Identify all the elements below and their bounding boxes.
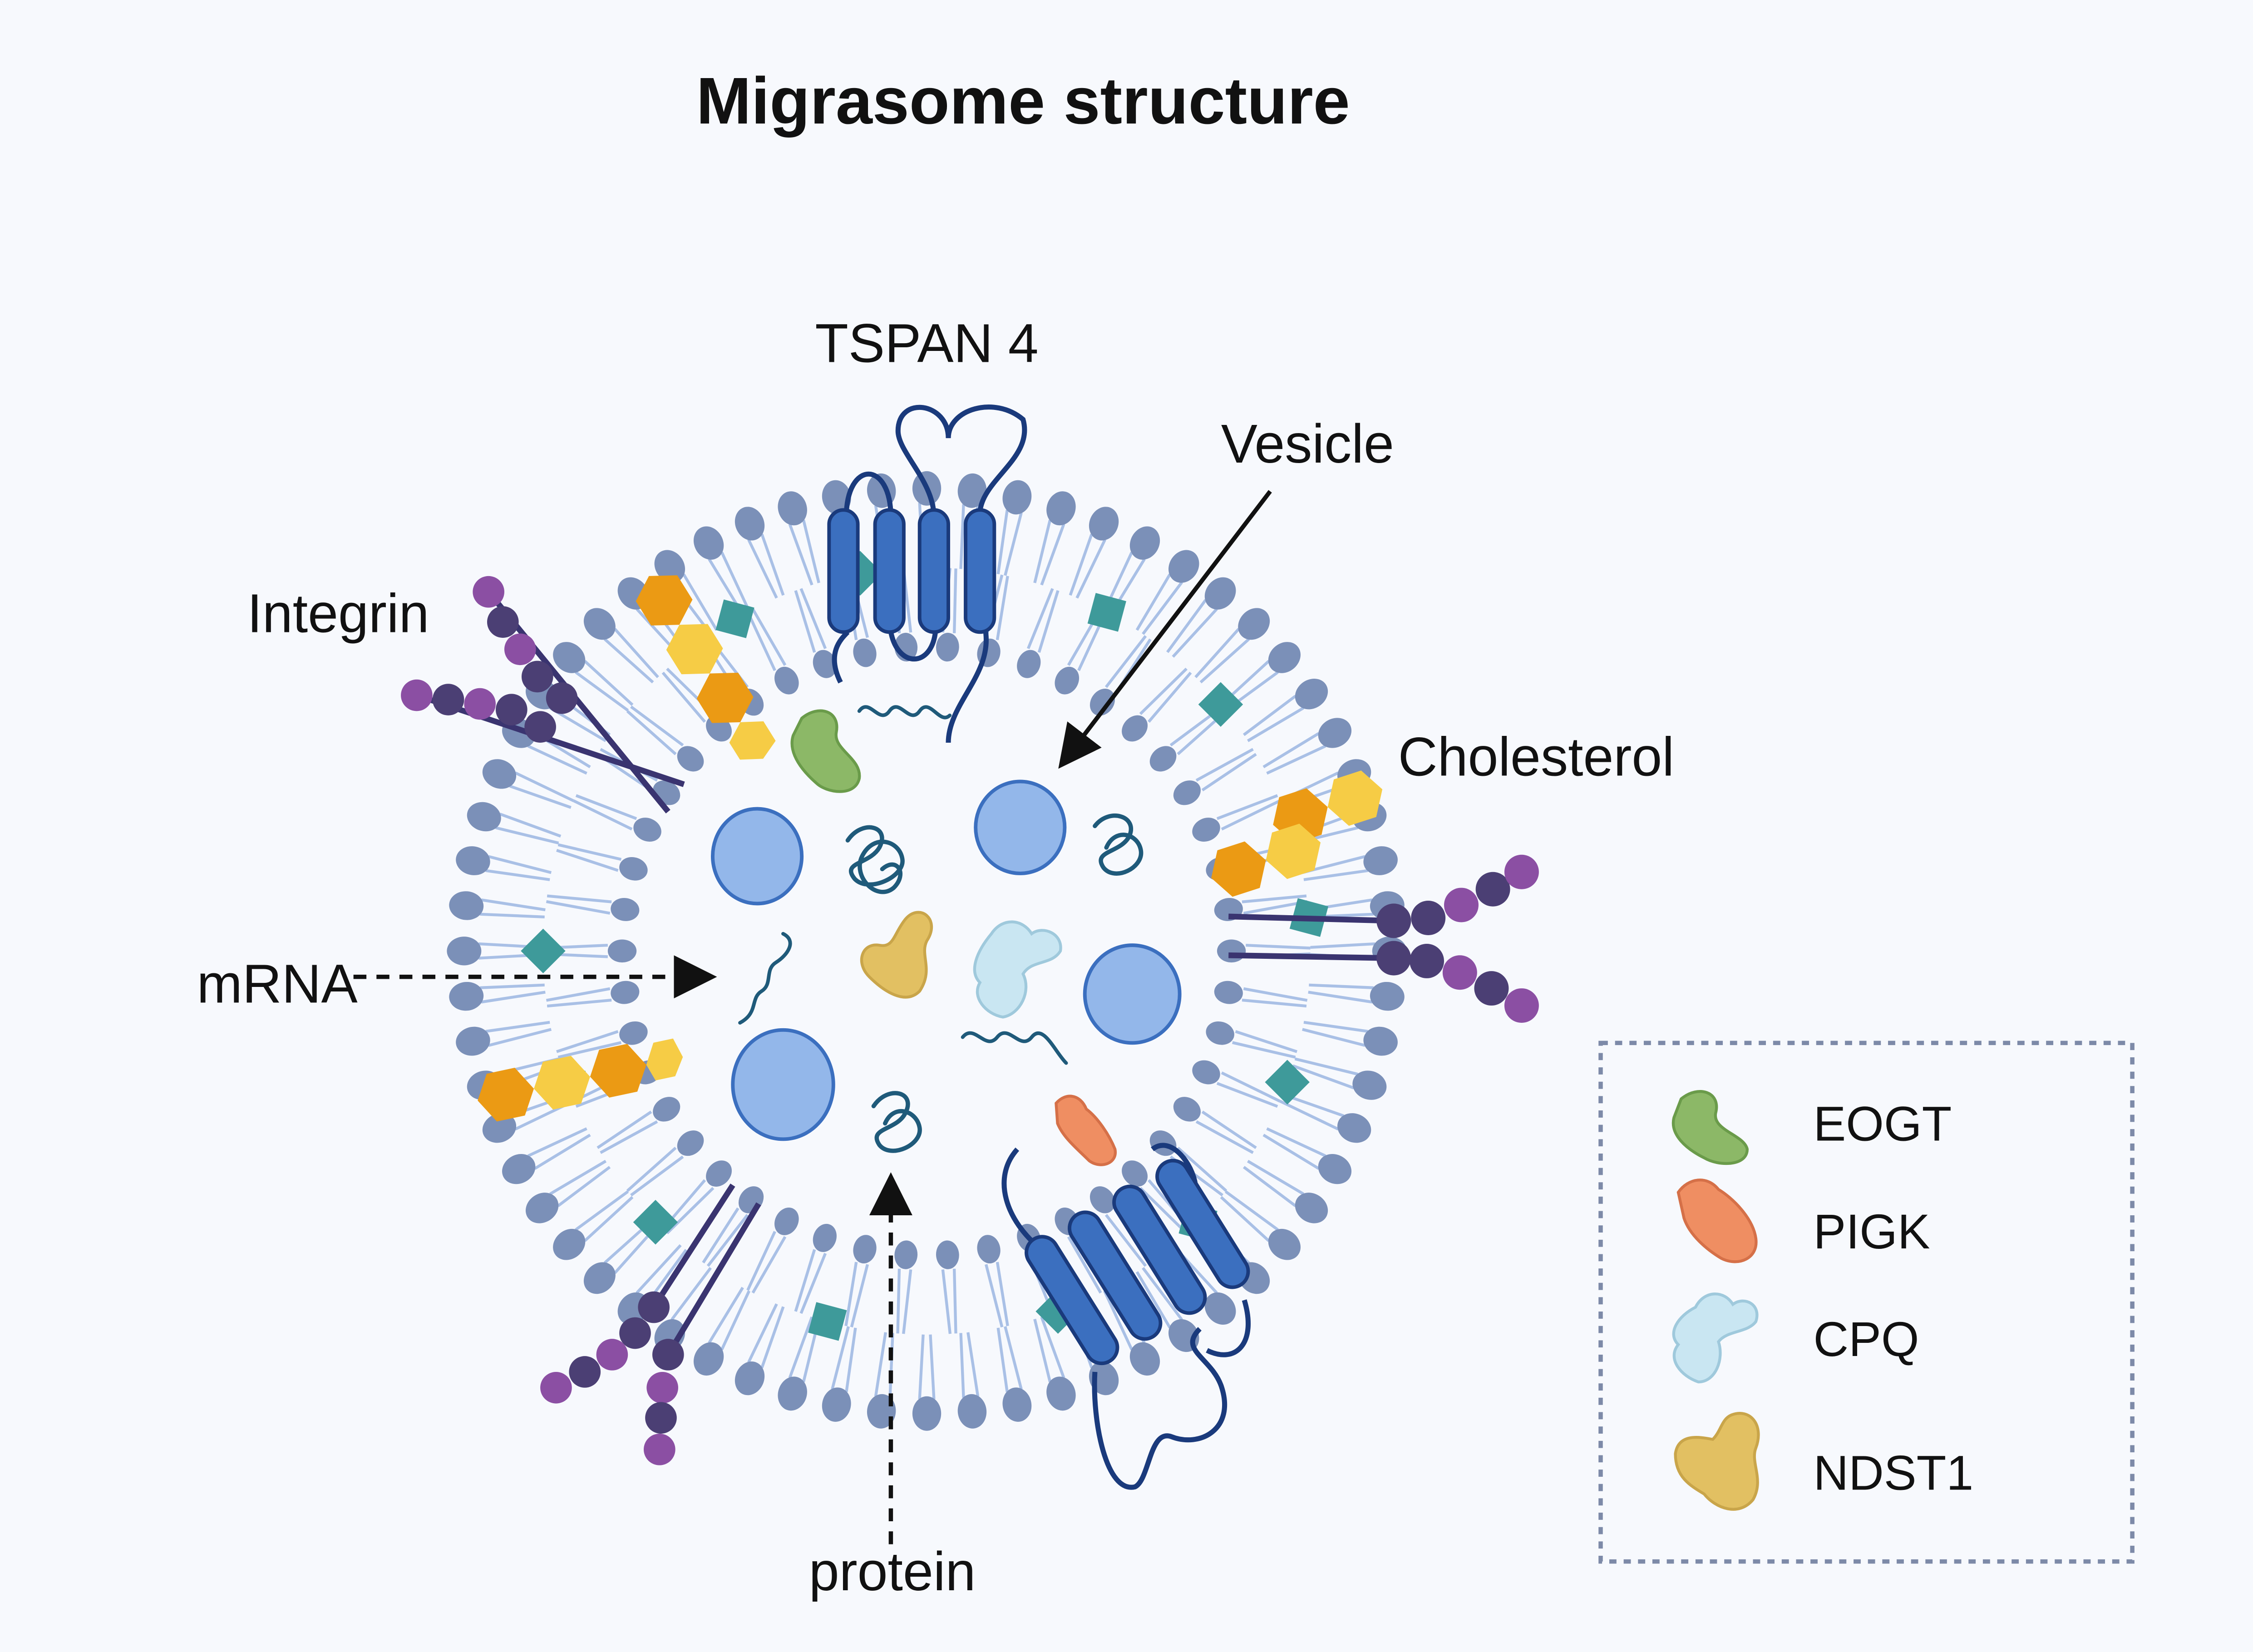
legend-label-eogt: EOGT — [1813, 1097, 1952, 1151]
legend-item-cpq: CPQ — [1672, 1292, 1919, 1384]
diagram-title: Migrasome structure — [696, 64, 1350, 138]
tspan4-bottom-right — [1001, 1143, 1251, 1490]
pigk-protein — [1055, 1095, 1117, 1166]
legend-item-eogt: EOGT — [1671, 1090, 1952, 1165]
vesicle — [1083, 943, 1182, 1045]
legend: EOGT PIGK CPQ NDST1 — [1598, 1041, 2135, 1564]
legend-label-ndst1: NDST1 — [1813, 1445, 1973, 1500]
pigk-protein-icon — [1676, 1179, 1758, 1263]
legend-item-ndst1: NDST1 — [1674, 1412, 1973, 1511]
vesicle — [731, 1028, 835, 1141]
legend-item-pigk: PIGK — [1676, 1179, 1930, 1263]
cholesterol-right-2 — [1211, 824, 1321, 897]
ndst1-protein — [860, 911, 933, 999]
legend-box — [1598, 1041, 2135, 1564]
eogt-protein — [790, 709, 861, 793]
lipid-heads — [447, 471, 1407, 1431]
protein-coils — [845, 814, 1144, 1153]
integrin-right — [1228, 854, 1539, 1023]
mrna-label: mRNA — [197, 954, 358, 1015]
legend-label-cpq: CPQ — [1813, 1312, 1919, 1366]
integrin-top-left — [401, 576, 685, 814]
vesicles — [710, 779, 1182, 1141]
vesicle — [710, 807, 804, 906]
cpq-protein-icon — [1672, 1292, 1759, 1384]
legend-label-pigk: PIGK — [1813, 1204, 1930, 1259]
cholesterol-label: Cholesterol — [1398, 727, 1674, 788]
cpq-protein — [973, 920, 1062, 1019]
integrin-label: Integrin — [247, 583, 429, 644]
vesicle-label: Vesicle — [1221, 414, 1394, 474]
eogt-protein-icon — [1671, 1090, 1749, 1165]
mrna-strands — [738, 705, 1068, 1065]
cholesterol-left — [478, 1038, 683, 1122]
tspan4-label: TSPAN 4 — [815, 313, 1038, 374]
ndst1-protein-icon — [1674, 1412, 1760, 1511]
vesicle — [974, 779, 1067, 875]
cholesterol-top-left — [636, 575, 776, 760]
tspan4-top — [827, 404, 1027, 743]
protein-label: protein — [809, 1541, 976, 1602]
integrin-bottom-left — [540, 1184, 761, 1465]
vesicle-arrow — [1058, 490, 1272, 769]
